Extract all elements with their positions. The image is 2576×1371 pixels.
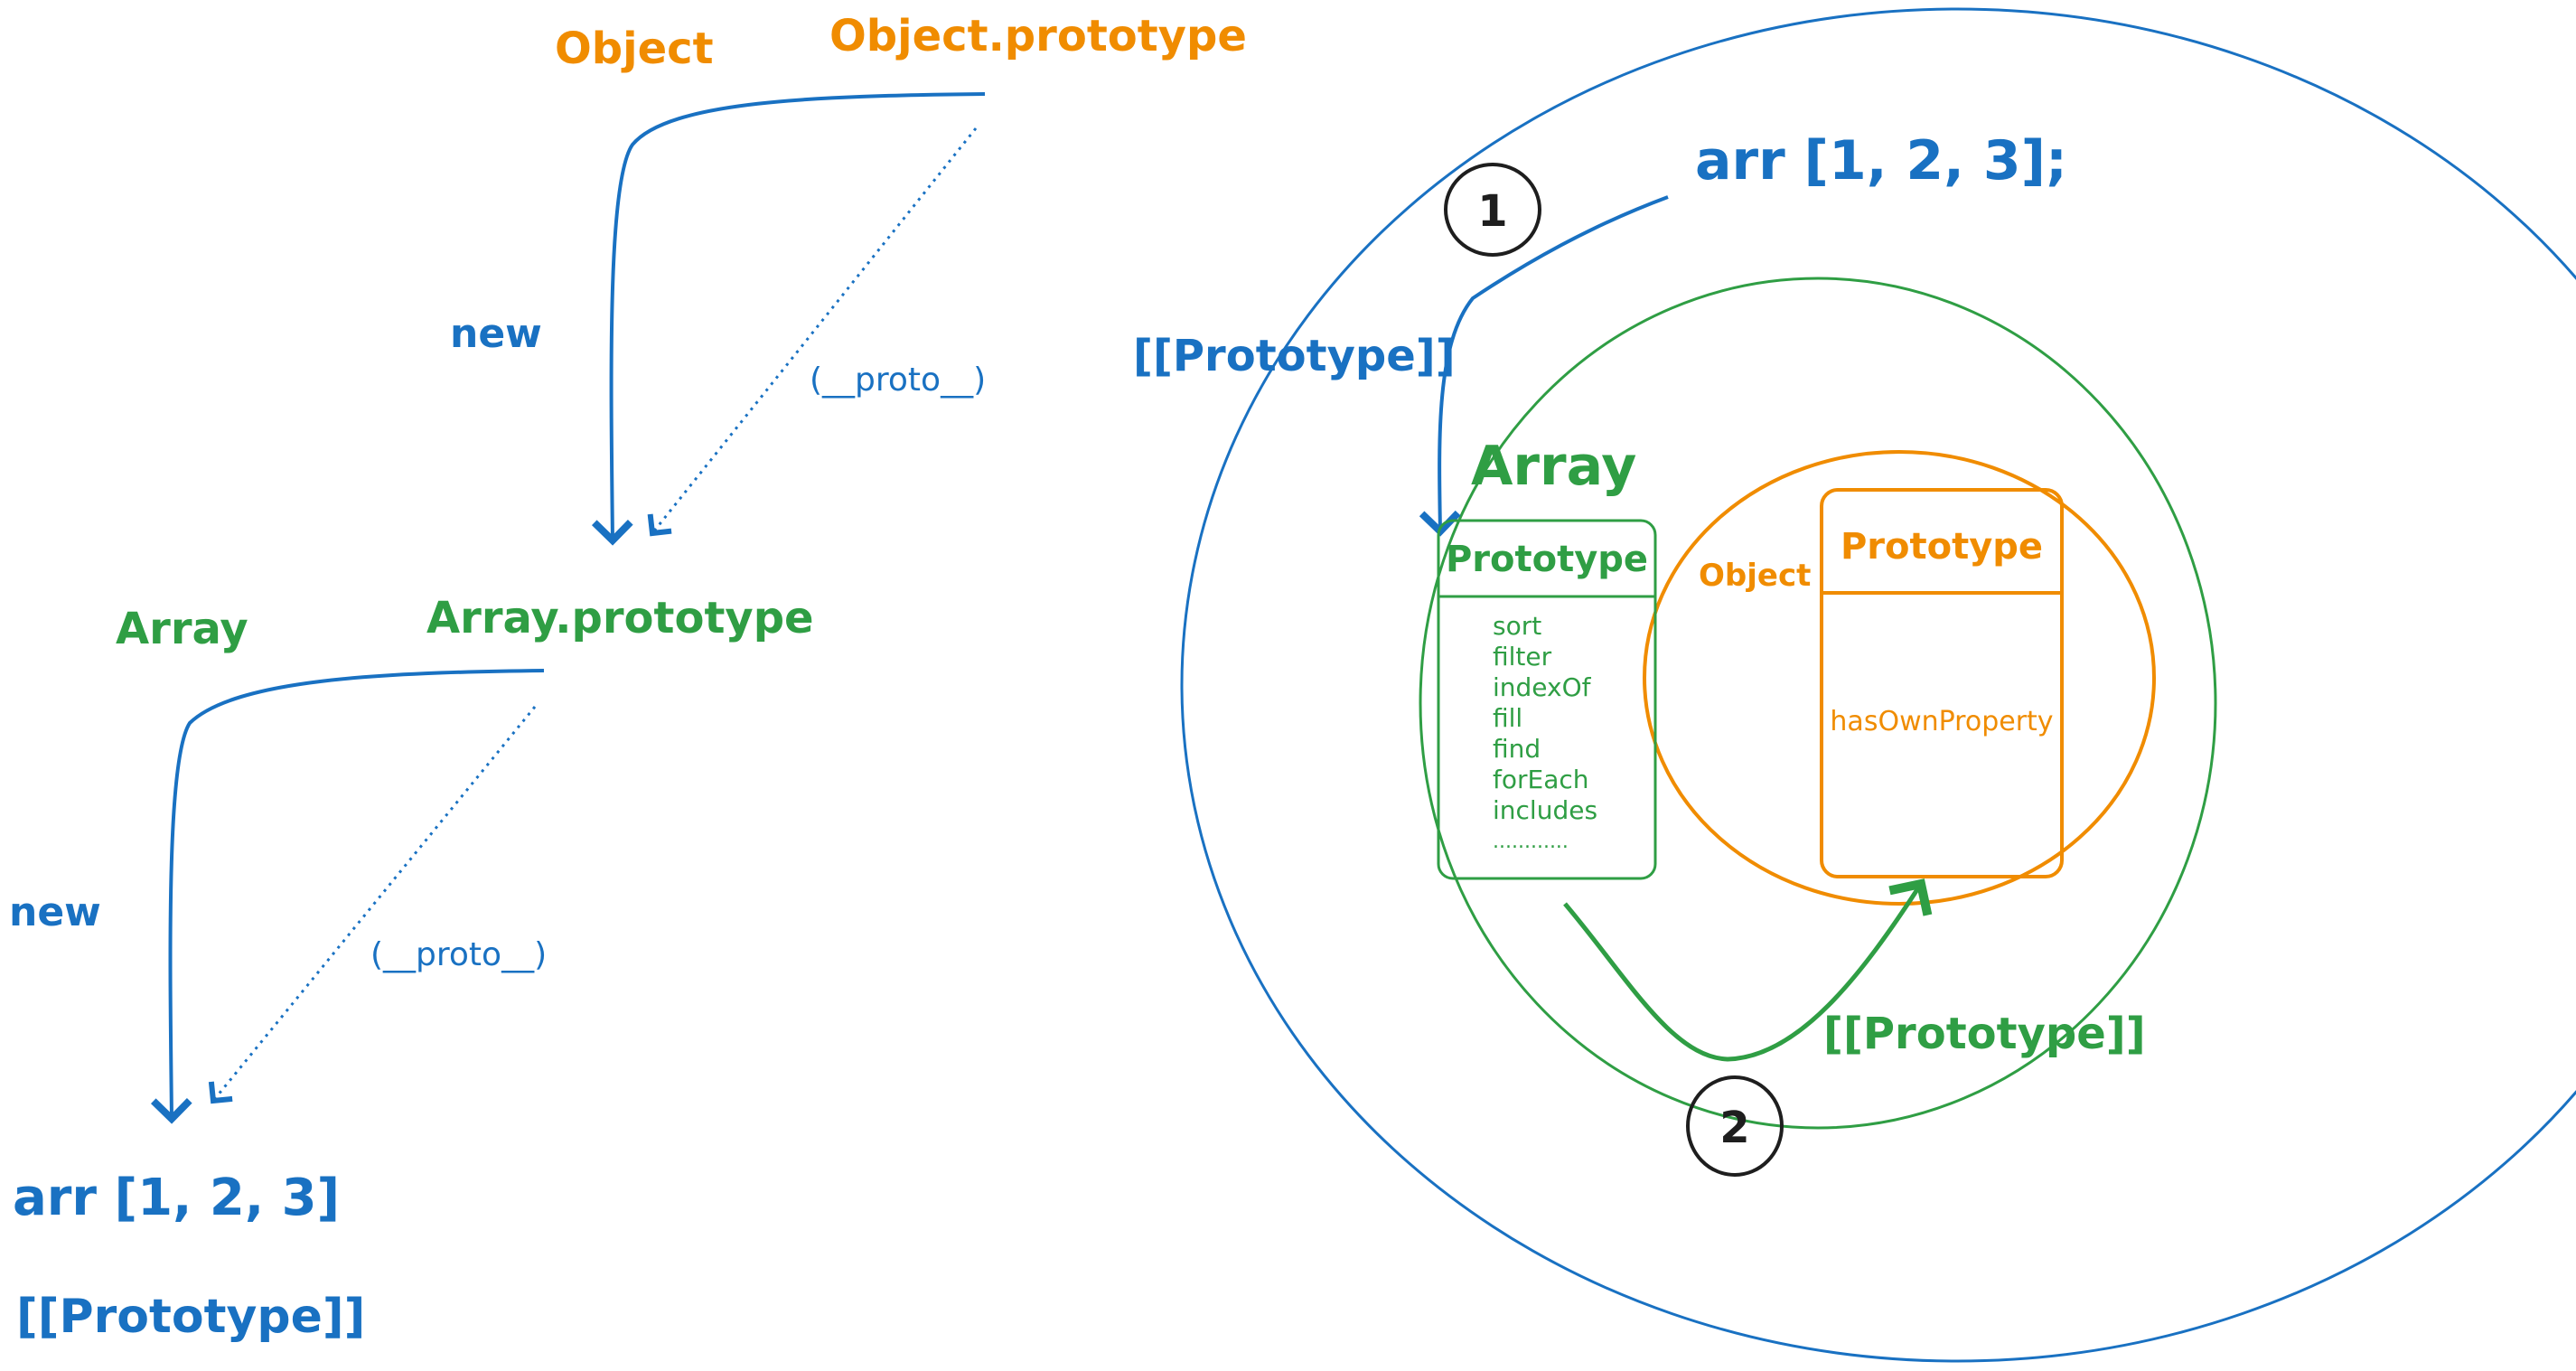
right-diagram: arr [1, 2, 3]; 1 Array Prototype sort fi… [1180,7,2576,1363]
method-hasownproperty: hasOwnProperty [1830,706,2053,737]
step-1-marker [1444,163,1541,257]
step-2-arrow [1563,878,1933,1062]
proto-label-2: (__proto__) [370,936,547,973]
method-filter: filter [1493,642,1552,671]
method-fill: fill [1493,703,1522,733]
proto-link-1 [647,127,978,537]
object-prototype-label: Object.prototype [829,11,1247,61]
array-scope-circle [1419,277,2217,1130]
new-label-1: new [450,311,542,357]
arr-label: arr [1, 2, 3] [13,1169,340,1227]
proto-link-2 [208,706,537,1104]
new-arrow-2 [150,669,545,1124]
outer-scope-circle [1180,7,2576,1363]
arr-statement-label: arr [1, 2, 3]; [1695,129,2067,193]
method-more: ............ [1493,831,1569,853]
object-label: Object [555,23,714,74]
step-2-marker [1686,1075,1784,1177]
method-indexof: indexOf [1493,672,1592,702]
array-prototype-box: Prototype sort filter indexOf fill find … [1437,519,1657,880]
method-includes: includes [1493,795,1597,825]
prototype-link-label: [[Prototype]] [1823,1009,2146,1059]
method-find: find [1493,734,1541,764]
step-1-arrow [1419,195,1669,537]
step-1-number: 1 [1477,186,1507,237]
array-label: Array [1471,435,1636,498]
array-prototype-label: Array.prototype [426,593,814,643]
array-prototype-title: Prototype [1446,539,1648,580]
object-label: Object [1699,558,1811,594]
left-chain: Object Object.prototype new (__proto__) … [9,11,1456,1344]
prototype-slot-top: [[Prototype]] [1133,331,1456,381]
step-2-number: 2 [1719,1103,1749,1153]
prototype-slot-bottom: [[Prototype]] [16,1290,365,1344]
method-sort: sort [1493,611,1541,641]
object-prototype-title: Prototype [1841,526,2043,568]
new-arrow-1 [591,92,986,546]
new-label-2: new [9,889,101,935]
object-scope-circle [1643,450,2156,906]
proto-label-1: (__proto__) [810,362,986,399]
method-foreach: forEach [1493,765,1589,794]
array-label: Array [116,604,248,654]
object-prototype-box: Prototype hasOwnProperty [1820,488,2064,878]
